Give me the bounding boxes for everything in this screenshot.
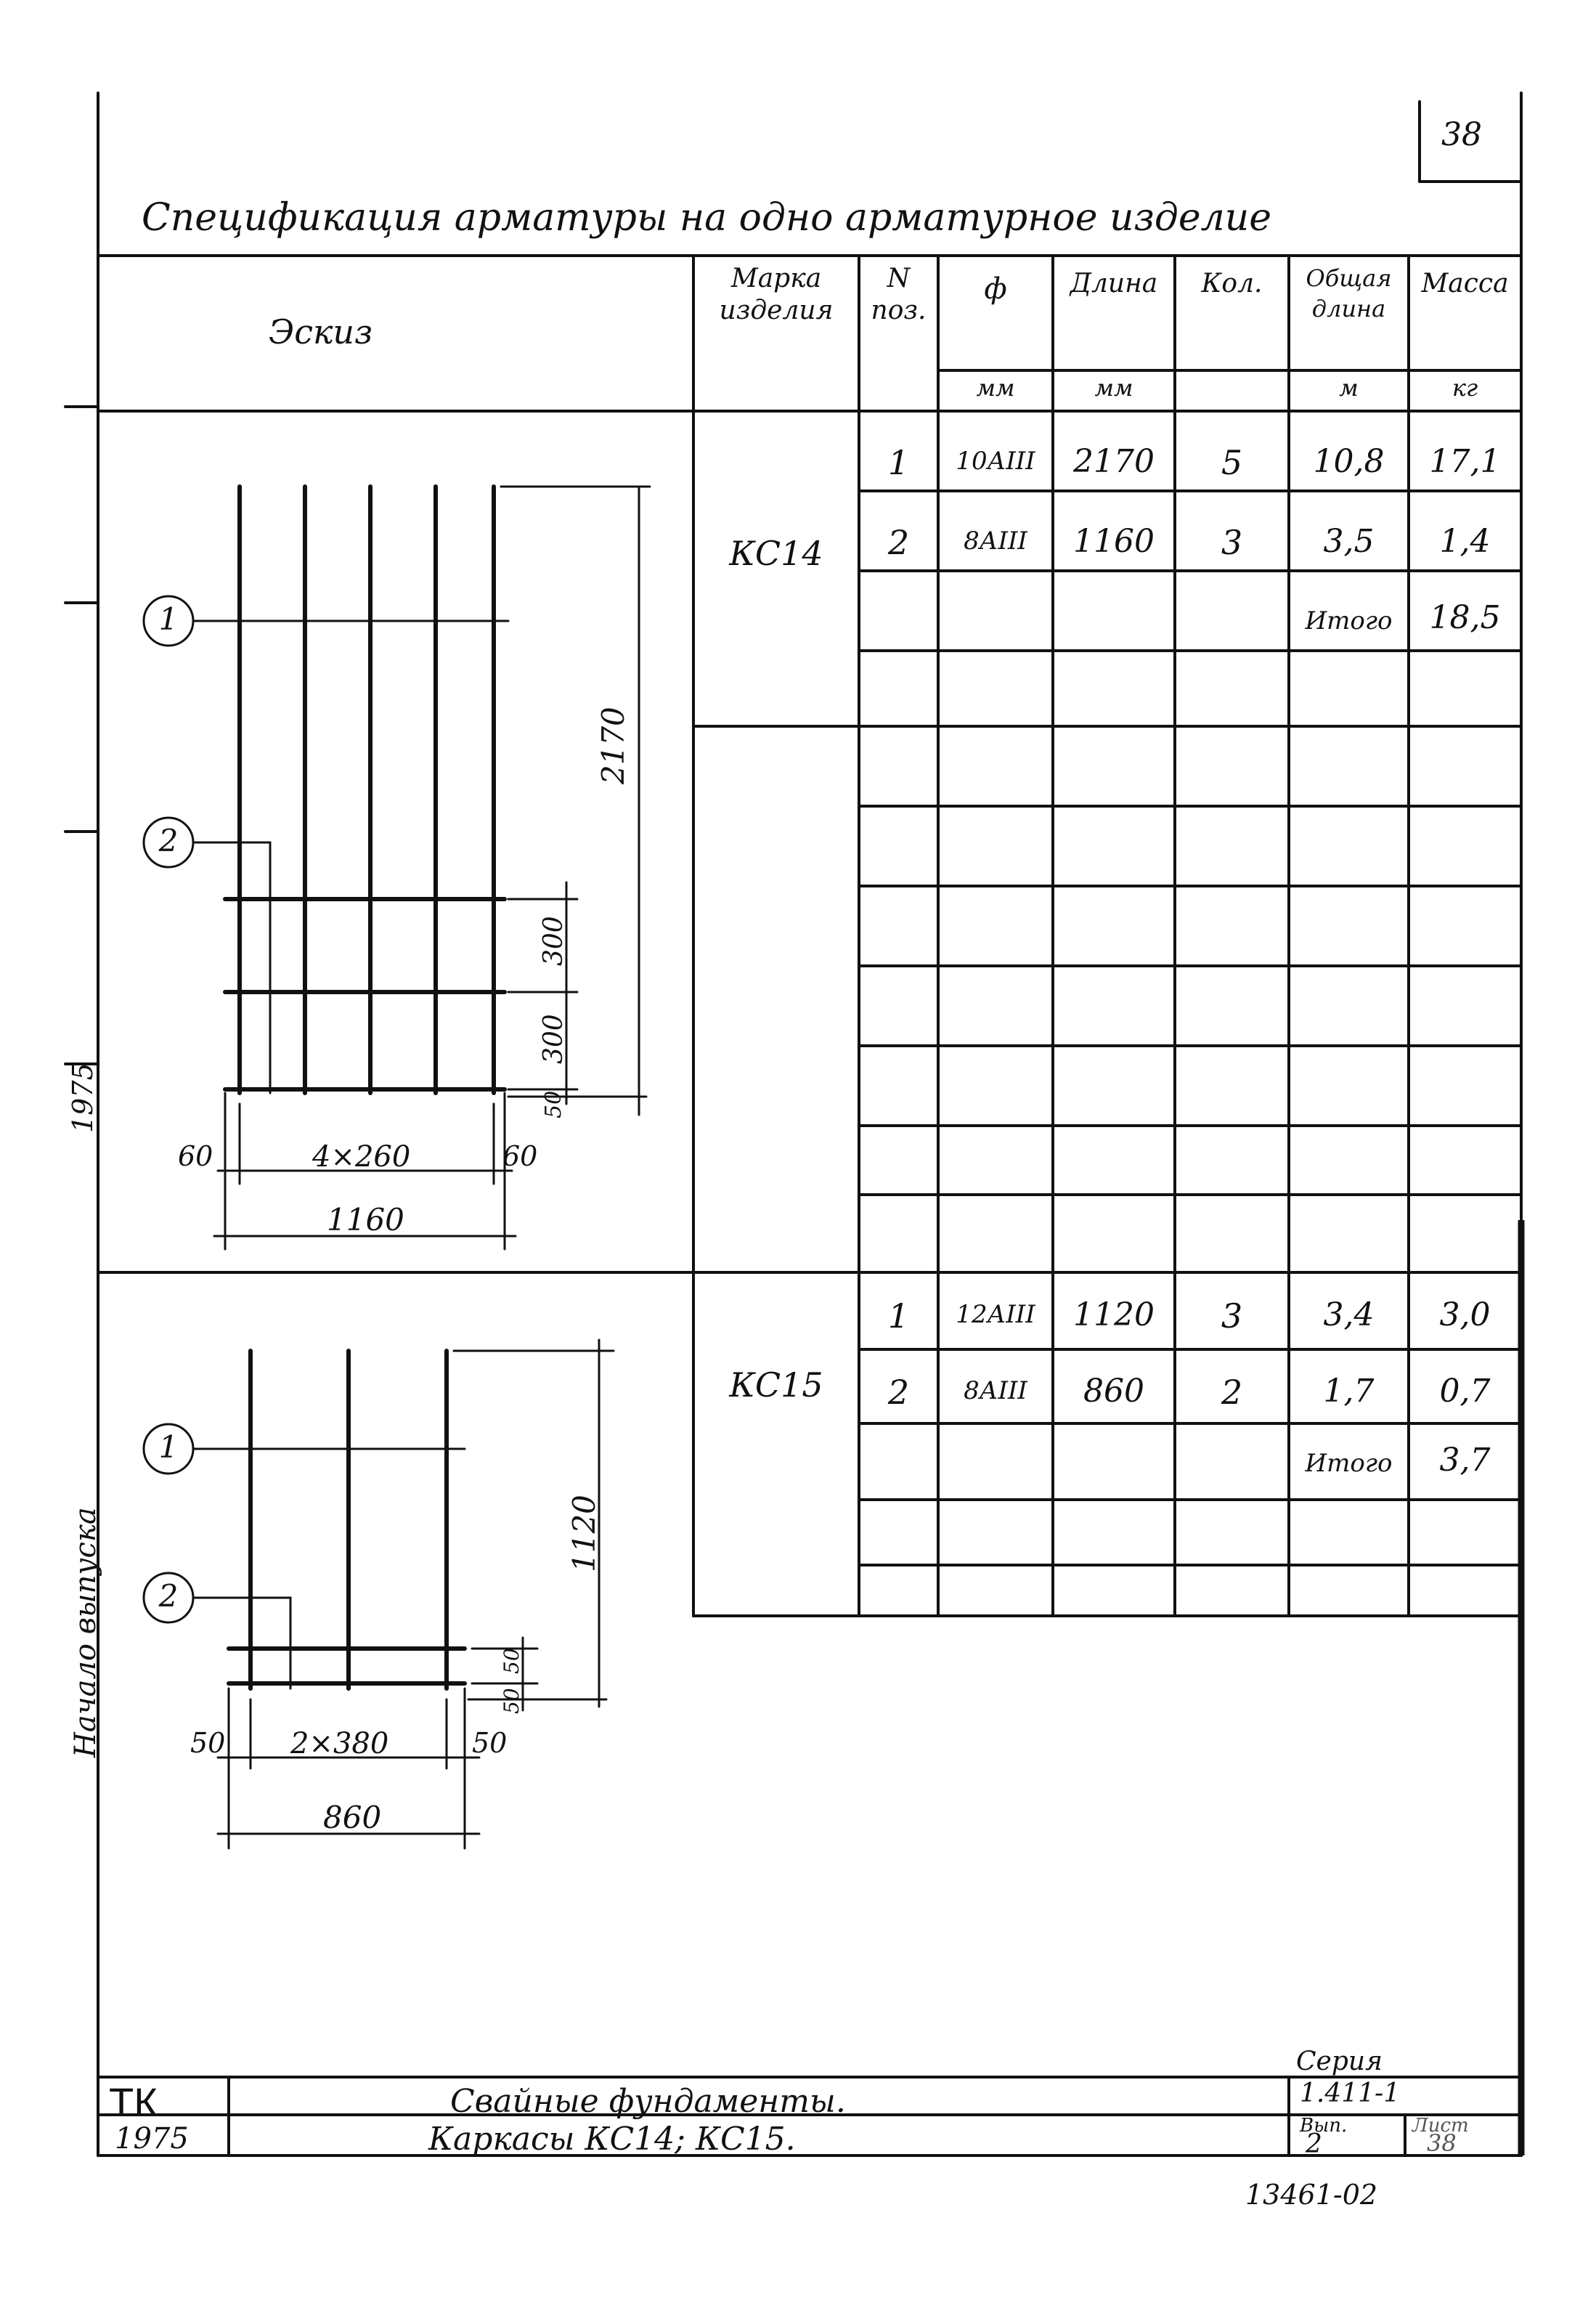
cell-qty: 2 [1221,1373,1243,1412]
dim-50: 50 [541,1090,566,1118]
cell-qty: 3 [1221,1296,1243,1336]
cell-length: 2170 [1073,443,1155,480]
cell-mass: 3,0 [1439,1296,1491,1333]
header-length: Длина [1070,269,1158,298]
dim-60-right: 60 [502,1140,538,1172]
series-value: 1.411-1 [1300,2079,1401,2108]
title-line-2: Каркасы КС14; КС15. [428,2121,796,2158]
position-marker-2: 2 [158,1578,179,1614]
cell-mass: 0,7 [1439,1373,1491,1410]
header-pos: N поз. [871,264,927,325]
position-marker-2: 2 [158,823,179,858]
header-mark: Марка изделия [719,264,834,325]
mark-ks15: КС15 [729,1365,823,1405]
issue-value: 2 [1306,2129,1322,2159]
dim-width: 860 [323,1800,382,1835]
cell-length: 1120 [1073,1296,1155,1333]
cell-mass: 1,4 [1439,523,1491,560]
page-title: Спецификация арматуры на одно арматурное… [142,196,1271,240]
cell-total: 3,4 [1323,1296,1375,1333]
cell-total: 10,8 [1313,443,1385,480]
dim-300: 300 [539,1014,569,1064]
sheet-number: 38 [1441,116,1482,153]
cell-diam: 10АIII [956,447,1035,476]
cell-pos: 1 [887,1296,910,1336]
dim-height: 1120 [566,1495,602,1572]
header-qty: Кол. [1201,269,1263,298]
dim-50-right: 50 [472,1727,508,1759]
cell-pos: 1 [887,443,910,482]
margin-stamp: Начало выпуска [69,1507,102,1758]
position-marker-1: 1 [158,601,179,637]
dim-spacing: 2×380 [290,1727,389,1760]
dim-height: 2170 [595,707,631,784]
dim-300: 300 [539,916,569,966]
issue-label: Вып. [1300,2115,1348,2137]
cell-qty: 3 [1221,523,1243,562]
cell-mass: 17,1 [1429,443,1501,480]
header-diam-unit: мм [976,374,1015,402]
header-length-unit: мм [1094,374,1133,402]
dim-50-top: 50 [500,1648,524,1674]
document-number: 13461-02 [1245,2179,1378,2211]
header-total-length: Общая длина [1306,264,1392,322]
dim-50-bottom: 50 [500,1688,524,1714]
cell-qty: 5 [1221,443,1243,482]
cell-length: 860 [1083,1373,1144,1410]
cell-length: 1160 [1073,523,1155,560]
position-marker-1: 1 [158,1429,179,1465]
total-mass: 18,5 [1429,599,1501,636]
cell-diam: 8АIII [964,1376,1027,1405]
cell-diam: 12АIII [956,1300,1035,1329]
total-label: Итого [1305,606,1393,635]
cell-pos: 2 [887,1373,910,1412]
margin-year: 1975 [67,1062,99,1133]
dim-width: 1160 [327,1202,404,1238]
sheet-value: 38 [1427,2129,1457,2157]
title-line-1: Свайные фундаменты. [450,2083,846,2120]
header-mass-unit: кг [1452,374,1478,402]
cell-total: 1,7 [1323,1373,1375,1410]
header-mass: Масса [1421,269,1509,298]
org-code: ТК [109,2079,158,2125]
title-year: 1975 [115,2122,189,2155]
header-sketch: Эскиз [269,312,373,352]
cell-diam: 8АIII [964,527,1027,556]
total-mass: 3,7 [1439,1442,1491,1479]
mark-ks14: КС14 [729,534,823,573]
dim-60-left: 60 [178,1140,213,1172]
dim-50-left: 50 [190,1727,226,1759]
sheet-label: Лист [1412,2115,1469,2137]
header-diam: ф [984,272,1007,306]
cell-total: 3,5 [1323,523,1375,560]
dim-spacing: 4×260 [312,1140,411,1174]
series-label: Серия [1296,2047,1383,2076]
header-total-length-unit: м [1339,374,1359,402]
total-label: Итого [1305,1449,1393,1478]
cell-pos: 2 [887,523,910,562]
